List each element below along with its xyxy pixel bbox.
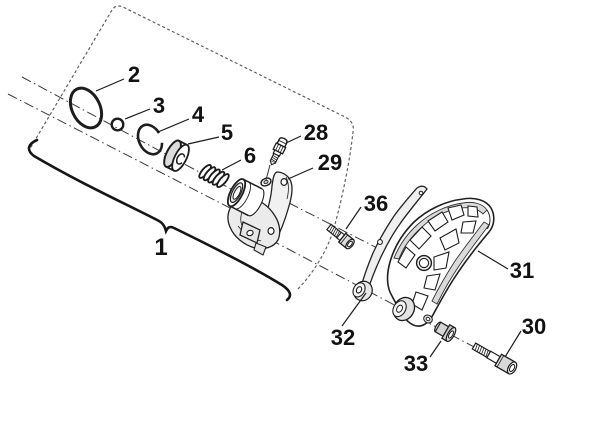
leader-part-29 bbox=[287, 167, 314, 180]
part-29-caliper-body bbox=[226, 171, 293, 256]
part-33-bushing bbox=[434, 321, 457, 343]
axis-line-bolt36 bbox=[288, 202, 384, 252]
part-label-33: 33 bbox=[404, 351, 428, 376]
leader-part-5 bbox=[187, 136, 220, 145]
part-label-1: 1 bbox=[154, 234, 167, 261]
part-36-bolt bbox=[326, 223, 355, 250]
part-5-piston bbox=[163, 139, 190, 172]
part-label-30: 30 bbox=[522, 314, 546, 339]
part-31-disc-guard bbox=[386, 197, 495, 327]
leader-lines bbox=[95, 78, 522, 358]
part-label-31: 31 bbox=[510, 258, 534, 283]
part-30-bolt bbox=[471, 342, 518, 375]
leader-part-6 bbox=[221, 159, 242, 171]
part-label-4: 4 bbox=[192, 102, 205, 127]
part-2-large-oring bbox=[68, 86, 104, 130]
part-label-2: 2 bbox=[128, 62, 140, 87]
leader-part-2 bbox=[95, 78, 125, 92]
part-4-seal-ring bbox=[136, 123, 164, 156]
leader-part-33 bbox=[429, 340, 442, 358]
part-label-3: 3 bbox=[153, 93, 165, 118]
axis-line-bolt30 bbox=[253, 230, 515, 369]
leader-part-30 bbox=[504, 330, 522, 358]
part-32-bracket bbox=[352, 185, 428, 302]
assembly-boundary-dashed-outline bbox=[30, 5, 354, 292]
part-label-28: 28 bbox=[304, 120, 328, 145]
leader-part-32 bbox=[341, 292, 367, 327]
axis-line-lower bbox=[7, 93, 233, 210]
part-6-spring bbox=[198, 164, 230, 188]
leader-part-31 bbox=[477, 250, 509, 270]
part-3-small-oring bbox=[110, 117, 125, 132]
leader-part-4 bbox=[157, 118, 190, 133]
leader-part-36 bbox=[345, 206, 362, 230]
part-28-bleeder-screw bbox=[269, 137, 288, 166]
part-label-5: 5 bbox=[221, 120, 233, 145]
leader-part-3 bbox=[124, 108, 151, 120]
part-1-assembly-brace bbox=[27, 138, 292, 302]
part-label-6: 6 bbox=[244, 143, 256, 168]
part-label-29: 29 bbox=[318, 150, 342, 175]
bleeder-axis-line bbox=[265, 164, 271, 181]
part-label-36: 36 bbox=[364, 191, 388, 216]
leader-part-28 bbox=[285, 135, 302, 144]
part-label-32: 32 bbox=[331, 325, 355, 350]
